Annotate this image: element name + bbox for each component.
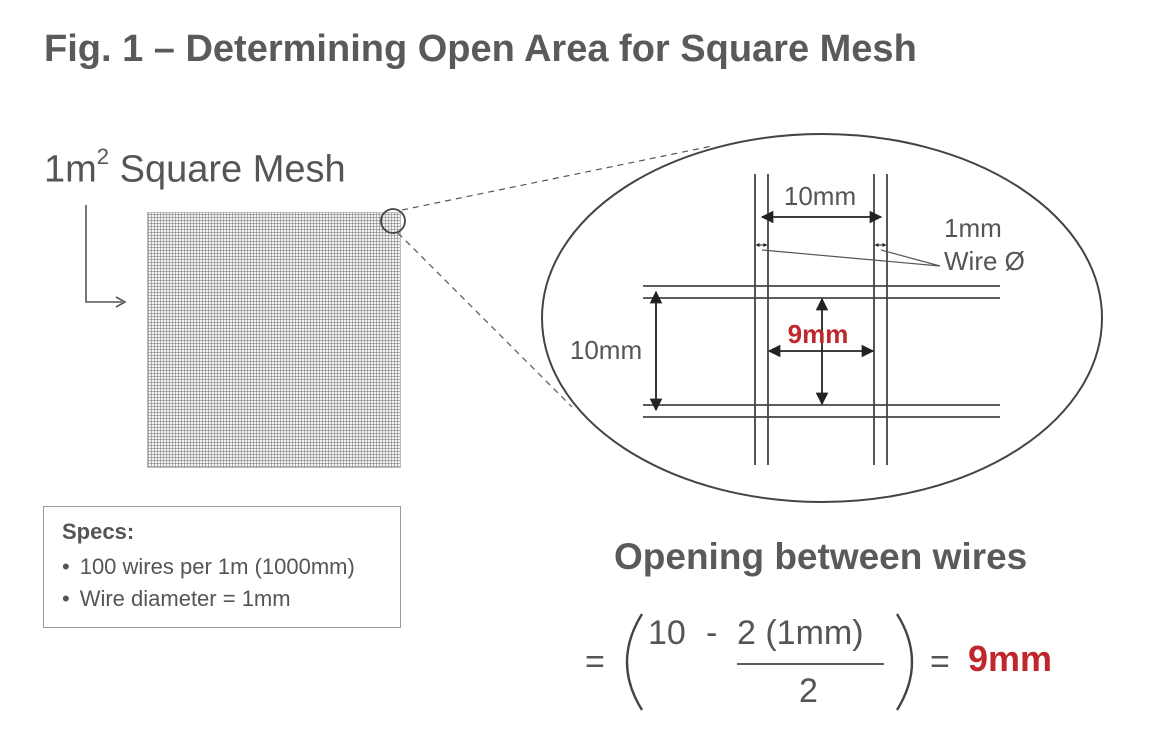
specs-item: Wire diameter = 1mm bbox=[62, 583, 382, 615]
projection-line-top bbox=[401, 145, 713, 211]
pitch-side-label: 10mm bbox=[570, 335, 642, 365]
specs-title: Specs: bbox=[62, 519, 135, 544]
mesh-label-main: 1m bbox=[44, 148, 97, 191]
specs-item: 100 wires per 1m (1000mm) bbox=[62, 551, 382, 583]
formula-result: 9mm bbox=[968, 638, 1053, 679]
mesh-label-superscript: 2 bbox=[96, 144, 110, 169]
formula-numerator: 2 (1mm) bbox=[737, 614, 864, 652]
projection-line-bottom bbox=[397, 232, 573, 408]
formula-equals-left: = bbox=[585, 643, 605, 681]
formula-minus: - bbox=[706, 614, 718, 652]
mesh-label: 1m2 Square Mesh bbox=[44, 144, 346, 192]
wire-diameter-label-line2: Wire Ø bbox=[944, 246, 1025, 276]
magnifier-circle bbox=[380, 208, 406, 234]
pitch-top-label: 10mm bbox=[784, 181, 856, 211]
wire-leader-line-left bbox=[761, 249, 941, 267]
formula-left-paren bbox=[625, 613, 644, 711]
formula-equals-right: = bbox=[930, 643, 950, 681]
formula-heading: Opening between wires bbox=[614, 536, 1028, 577]
formula-term: 10 bbox=[648, 614, 686, 652]
formula-right-paren bbox=[895, 613, 914, 711]
specs-box: Specs: 100 wires per 1m (1000mm) Wire di… bbox=[43, 506, 401, 628]
label-pointer-arrow bbox=[85, 205, 122, 303]
figure-title: Fig. 1 – Determining Open Area for Squar… bbox=[44, 28, 917, 70]
square-mesh-sample bbox=[147, 212, 401, 468]
opening-label: 9mm bbox=[788, 319, 849, 349]
label-pointer-arrowhead bbox=[115, 296, 127, 308]
wire-diameter-label-line1: 1mm bbox=[944, 213, 1002, 243]
mesh-label-rest: Square Mesh bbox=[109, 148, 346, 191]
specs-list: 100 wires per 1m (1000mm) Wire diameter … bbox=[62, 551, 382, 615]
formula-denominator: 2 bbox=[799, 672, 818, 710]
wire-leader-line-right bbox=[880, 249, 941, 267]
